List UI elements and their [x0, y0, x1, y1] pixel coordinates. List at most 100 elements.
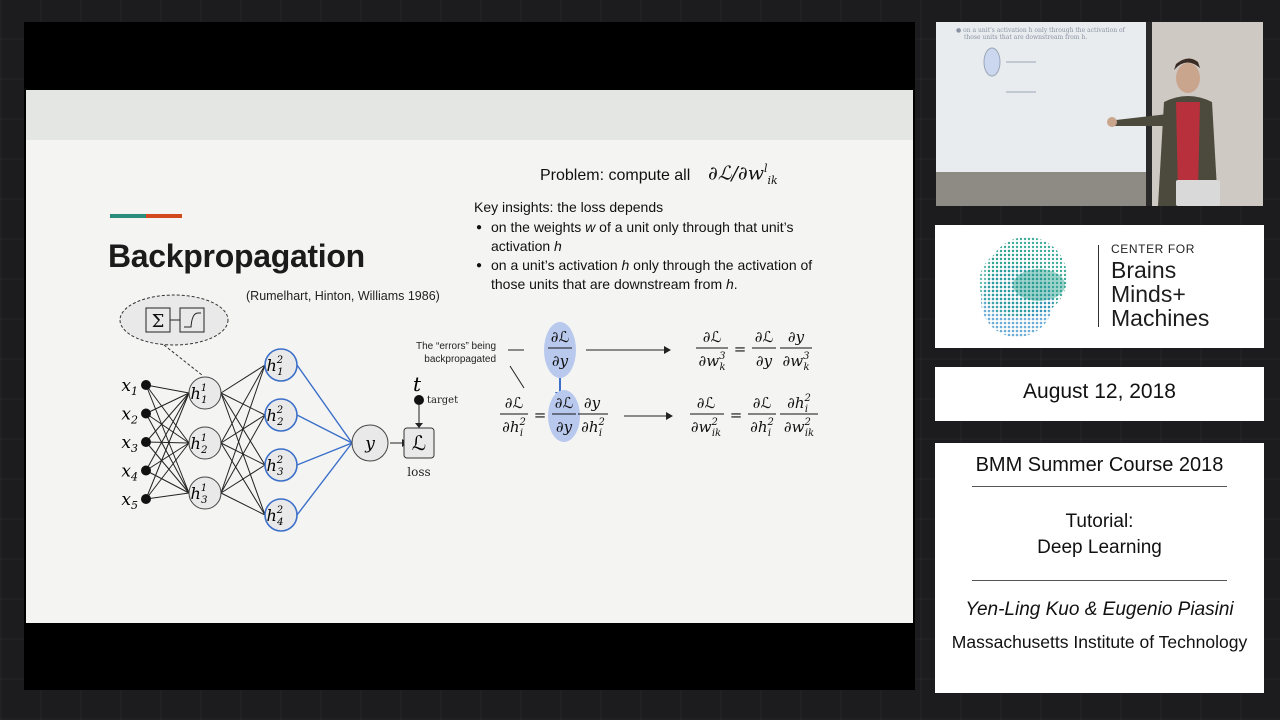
sum-symbol: Σ	[152, 311, 165, 332]
edges-input-hidden1	[145, 384, 190, 500]
course-card: BMM Summer Course 2018 Tutorial: Deep Le…	[935, 443, 1264, 693]
hidden2-node	[264, 498, 298, 532]
edge	[220, 464, 266, 494]
svg-text:=: =	[730, 406, 743, 424]
output-label: y	[364, 434, 375, 454]
problem-label: Problem: compute all	[540, 167, 691, 184]
edge	[145, 442, 190, 471]
insight-item-1: on the weights w of a unit only through …	[474, 218, 874, 256]
input-label: x5	[121, 490, 138, 512]
insight-var: h	[726, 276, 734, 292]
svg-text:∂w3k: ∂w3k	[698, 351, 725, 373]
cbmm-logo-card: CENTER FOR Brains Minds+ Machines	[935, 225, 1264, 348]
edge	[145, 413, 190, 444]
errors-label-line: The “errors” being	[416, 341, 497, 352]
speaker-video-frame: ● on a unit's activation h only through …	[936, 22, 1263, 206]
svg-text:∂ℒ: ∂ℒ	[551, 328, 570, 346]
insight-text: on the weights	[491, 219, 586, 235]
input-label: x2	[121, 405, 138, 427]
svg-text:∂w3k: ∂w3k	[782, 351, 809, 373]
svg-text:∂y: ∂y	[756, 352, 773, 370]
edge	[296, 442, 353, 466]
insight-var: h	[554, 238, 562, 254]
divider	[972, 580, 1227, 581]
svg-text:those units that are downstrea: those units that are downstream from h.	[964, 34, 1087, 41]
input-label: x4	[121, 462, 138, 484]
input-node	[141, 437, 151, 447]
institution: Massachusetts Institute of Technology	[951, 632, 1248, 652]
svg-text:∂h2i: ∂h2i	[502, 417, 526, 439]
accent-bar-red	[146, 214, 182, 218]
divider	[972, 486, 1227, 487]
target-symbol: t	[413, 372, 422, 396]
edge	[220, 492, 266, 516]
edge	[296, 442, 353, 516]
edge	[296, 414, 353, 444]
svg-text:∂ℒ: ∂ℒ	[753, 394, 772, 412]
output-node	[351, 424, 389, 462]
course-title: BMM Summer Course 2018	[975, 454, 1224, 476]
svg-text:∂ℒ: ∂ℒ	[697, 394, 716, 412]
problem-formula: ∂ℒ/∂wlik	[708, 162, 778, 188]
svg-text:∂ℒ: ∂ℒ	[755, 328, 774, 346]
loss-label: loss	[407, 465, 430, 479]
tutorial-line: Deep Learning	[1037, 537, 1162, 558]
insight-text: activation	[491, 238, 555, 254]
svg-text:∂ℒ: ∂ℒ	[505, 394, 524, 412]
laptop	[1176, 180, 1220, 206]
hidden2-node	[264, 398, 298, 432]
edge	[145, 384, 190, 444]
slide: Backpropagation (Rumelhart, Hinton, Will…	[26, 90, 913, 623]
edges-hidden2-output	[296, 364, 353, 516]
authors: Yen-Ling Kuo & Eugenio Piasini	[965, 599, 1234, 620]
edge	[145, 392, 190, 414]
input-label: x1	[121, 376, 138, 398]
svg-text:∂y: ∂y	[788, 328, 805, 346]
loss-symbol: ℒ	[412, 431, 426, 455]
svg-text:● on a unit's activation h onl: ● on a unit's activation h only through …	[956, 27, 1126, 34]
edge	[145, 470, 190, 494]
svg-text:∂h2i: ∂h2i	[787, 393, 811, 415]
input-label: x3	[121, 433, 138, 455]
hidden1-node	[188, 426, 222, 460]
speaker-video: ● on a unit's activation h only through …	[936, 22, 1263, 206]
edge	[145, 442, 190, 500]
input-node	[141, 494, 151, 504]
svg-text:∂h2i: ∂h2i	[750, 417, 774, 439]
tutorial-title: Tutorial: Deep Learning	[935, 509, 1264, 561]
accent-bar-green	[110, 214, 146, 218]
insight-text: .	[733, 276, 738, 292]
target-label: target	[427, 395, 458, 406]
edge	[296, 364, 353, 444]
citation: (Rumelhart, Hinton, Williams 1986)	[246, 289, 440, 303]
svg-text:∂ℒ: ∂ℒ	[703, 328, 722, 346]
svg-text:=: =	[734, 340, 747, 358]
hidden1-node	[188, 476, 222, 510]
input-node	[141, 465, 151, 476]
slide-header-band	[26, 90, 913, 140]
error-bubble-bottom	[548, 390, 580, 442]
event-date: August 12, 2018	[1023, 380, 1176, 403]
insight-text: on a unit’s activation	[491, 257, 622, 273]
hidden2-node	[264, 448, 298, 482]
hidden2-node	[264, 348, 298, 382]
svg-text:∂y: ∂y	[552, 352, 569, 370]
error-bubble-top	[544, 322, 576, 378]
cbmm-divider	[1098, 245, 1099, 327]
insight-text: those units that are downstream from	[491, 276, 726, 292]
slide-frame: Backpropagation (Rumelhart, Hinton, Will…	[24, 22, 915, 690]
svg-text:∂ℒ: ∂ℒ	[555, 394, 574, 412]
edge	[220, 364, 266, 394]
activation-box	[179, 307, 205, 333]
insight-text: only through the activation of	[629, 257, 813, 273]
